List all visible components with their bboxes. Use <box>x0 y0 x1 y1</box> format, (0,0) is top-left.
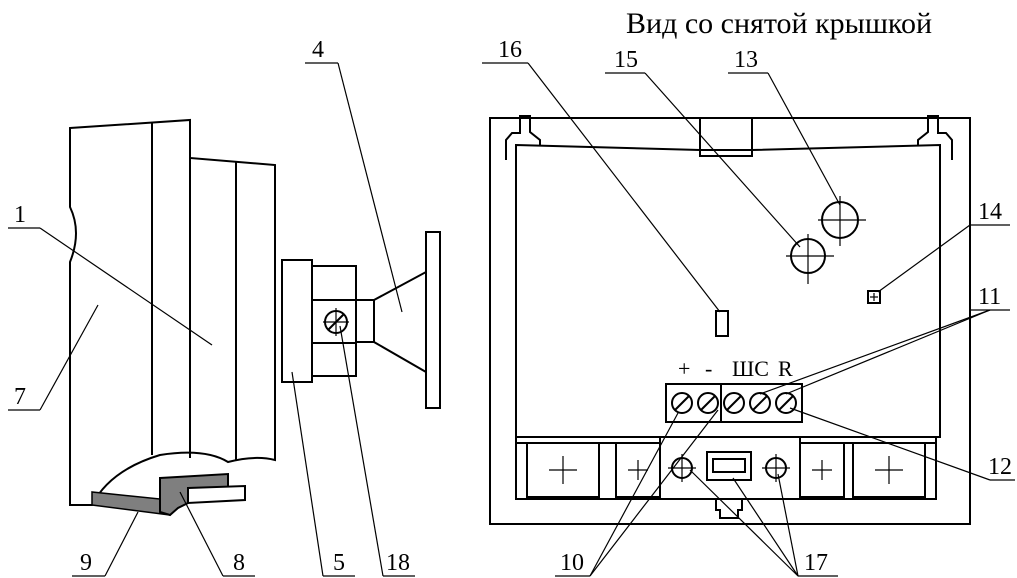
callout-5: 5 <box>333 550 345 576</box>
callout-14: 14 <box>978 199 1002 225</box>
callout-11: 11 <box>978 284 1001 310</box>
callout-4: 4 <box>312 37 324 63</box>
component-14 <box>867 290 881 304</box>
view-title: Вид со снятой крышкой <box>626 7 932 40</box>
shaded-base <box>91 491 171 516</box>
callout-8: 8 <box>233 550 245 576</box>
wall-plate <box>425 231 441 409</box>
callout-1: 1 <box>14 202 26 228</box>
tamper-switch <box>706 451 752 481</box>
callout-12: 12 <box>988 454 1012 480</box>
callout-10: 10 <box>560 550 584 576</box>
latch-tab <box>187 484 246 505</box>
callout-18: 18 <box>386 550 410 576</box>
callout-9: 9 <box>80 550 92 576</box>
terminal-label-shs: ШС <box>732 356 769 381</box>
terminal-label-r: R <box>778 356 793 381</box>
callout-17: 17 <box>804 550 828 576</box>
terminal-label-plus: + <box>678 356 690 381</box>
terminal-label-minus: - <box>705 356 712 381</box>
housing-outline <box>69 118 276 506</box>
mount-base <box>281 259 313 383</box>
swivel-block <box>311 265 357 377</box>
bracket-cone <box>373 270 427 374</box>
bracket-neck <box>355 299 375 343</box>
terminal-block <box>665 383 803 423</box>
callout-13: 13 <box>734 47 758 73</box>
callout-15: 15 <box>614 47 638 73</box>
component-16 <box>715 310 729 337</box>
callout-16: 16 <box>498 37 522 63</box>
callout-7: 7 <box>14 384 26 410</box>
mount-slot-right <box>852 442 926 498</box>
terminal-screws <box>671 392 797 414</box>
front-view <box>489 115 971 525</box>
mount-slot-left <box>526 442 600 498</box>
side-view <box>69 118 441 517</box>
leader-lines <box>8 62 1015 577</box>
